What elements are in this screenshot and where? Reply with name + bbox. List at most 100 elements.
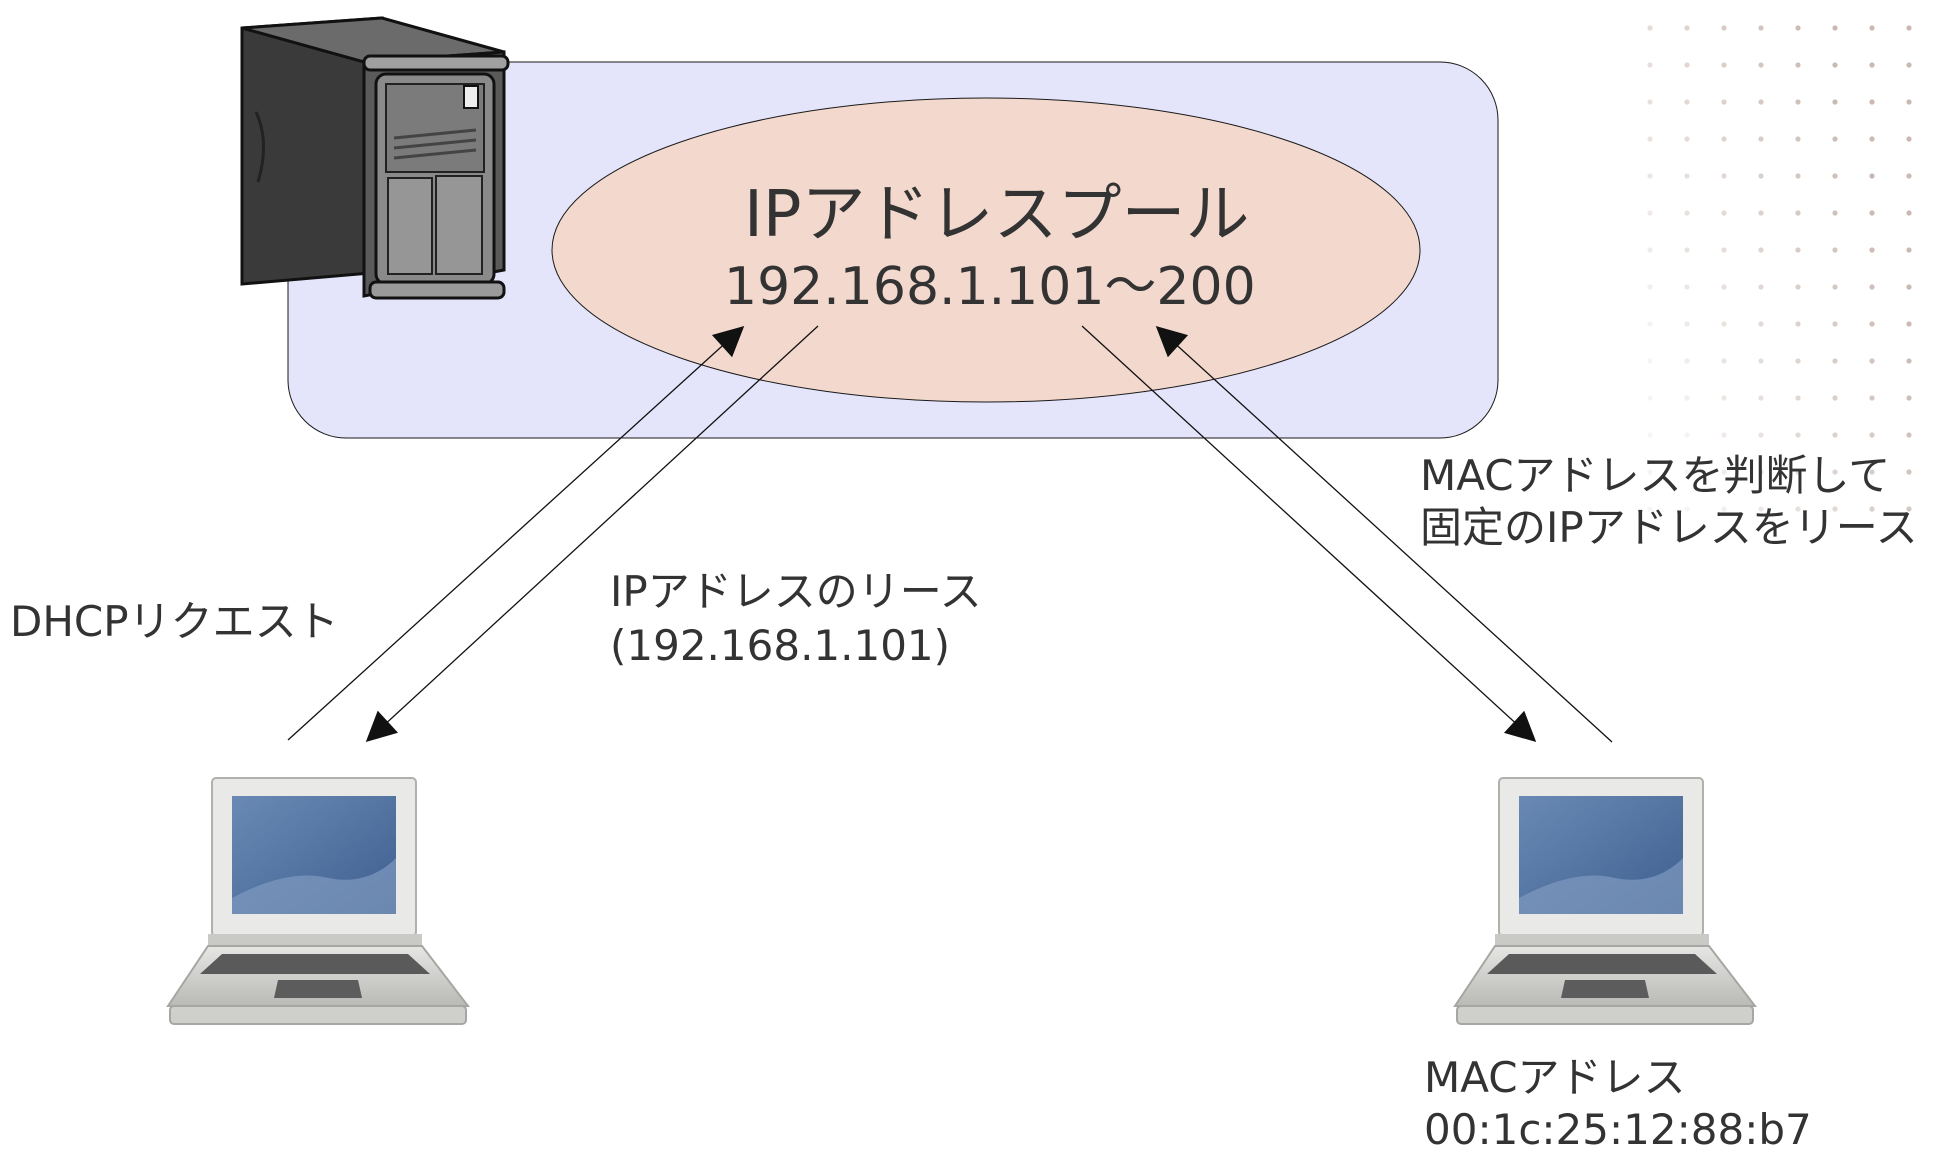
decor-dot xyxy=(1647,62,1653,68)
decor-dot xyxy=(1795,358,1801,364)
decor-dot xyxy=(1721,506,1727,512)
decor-dot xyxy=(1684,210,1690,216)
decor-dot xyxy=(1906,25,1912,31)
decor-dot xyxy=(1832,469,1838,475)
decor-dot xyxy=(1795,432,1801,438)
decor-dot xyxy=(1647,506,1653,512)
dhcp-request-arrow-right xyxy=(1155,325,1613,743)
lease-label-line1: IPアドレスのリース xyxy=(610,567,982,616)
decor-dot xyxy=(1906,247,1912,253)
server-icon xyxy=(240,16,510,300)
decor-dot xyxy=(1647,173,1653,179)
pool-title: IPアドレスプール xyxy=(744,178,1250,252)
decor-dot xyxy=(1869,210,1875,216)
decor-dot xyxy=(1795,210,1801,216)
decor-dot xyxy=(1758,358,1764,364)
decor-dot xyxy=(1869,136,1875,142)
decor-dot xyxy=(1795,395,1801,401)
decor-dot xyxy=(1869,358,1875,364)
decor-dot xyxy=(1758,99,1764,105)
decor-dot xyxy=(1869,99,1875,105)
decor-dot xyxy=(1906,321,1912,327)
decor-dot xyxy=(1832,395,1838,401)
decor-dot xyxy=(1795,62,1801,68)
decor-dot xyxy=(1906,432,1912,438)
decor-dot xyxy=(1758,432,1764,438)
decor-dot xyxy=(1684,247,1690,253)
decor-dot xyxy=(1869,432,1875,438)
decor-dot xyxy=(1684,284,1690,290)
decor-dot xyxy=(1647,284,1653,290)
decor-dot xyxy=(1869,395,1875,401)
decor-dot xyxy=(1795,247,1801,253)
decor-dot xyxy=(1832,99,1838,105)
decor-dot xyxy=(1869,321,1875,327)
lease-label-line2: (192.168.1.101) xyxy=(610,621,951,670)
pool-range: 192.168.1.101～200 xyxy=(724,257,1256,317)
decor-dot xyxy=(1795,99,1801,105)
decor-dot xyxy=(1721,469,1727,475)
decor-dot xyxy=(1684,25,1690,31)
decor-dot xyxy=(1869,506,1875,512)
dhcp-request-arrow xyxy=(287,325,745,741)
decor-dot xyxy=(1758,136,1764,142)
decor-dot xyxy=(1684,432,1690,438)
decor-dot xyxy=(1721,173,1727,179)
decor-dot xyxy=(1832,173,1838,179)
decor-dot xyxy=(1906,506,1912,512)
lease-arrow-left xyxy=(365,325,819,743)
decor-dot xyxy=(1795,136,1801,142)
client-mac-label-line2: 00:1c:25:12:88:b7 xyxy=(1424,1105,1812,1154)
decor-dot xyxy=(1795,284,1801,290)
decor-dot xyxy=(1758,284,1764,290)
decor-dot xyxy=(1721,432,1727,438)
dhcp-request-label: DHCPリクエスト xyxy=(10,597,339,646)
decor-dot xyxy=(1647,136,1653,142)
decor-dot xyxy=(1906,358,1912,364)
dot-pattern xyxy=(1647,25,1912,512)
ip-pool-ellipse xyxy=(551,97,1421,403)
decor-dot xyxy=(1832,62,1838,68)
decor-dot xyxy=(1758,62,1764,68)
decor-dot xyxy=(1832,136,1838,142)
decor-dot xyxy=(1906,469,1912,475)
decor-dot xyxy=(1647,99,1653,105)
decor-dot xyxy=(1647,432,1653,438)
mac-judge-label-line1: MACアドレスを判断して xyxy=(1420,451,1891,500)
decor-dot xyxy=(1721,136,1727,142)
decor-dot xyxy=(1721,321,1727,327)
decor-dot xyxy=(1647,210,1653,216)
decor-dot xyxy=(1832,247,1838,253)
decor-dot xyxy=(1832,432,1838,438)
decor-dot xyxy=(1684,321,1690,327)
decor-dot xyxy=(1795,506,1801,512)
decor-dot xyxy=(1684,173,1690,179)
decor-dot xyxy=(1832,284,1838,290)
decor-dot xyxy=(1832,321,1838,327)
decor-dot xyxy=(1795,469,1801,475)
decor-dot xyxy=(1906,210,1912,216)
decor-dot xyxy=(1869,284,1875,290)
decor-dot xyxy=(1684,506,1690,512)
decor-dot xyxy=(1758,173,1764,179)
decor-dot xyxy=(1758,395,1764,401)
laptop-right-icon xyxy=(1453,777,1758,1025)
decor-dot xyxy=(1758,25,1764,31)
decor-dot xyxy=(1832,358,1838,364)
lease-arrow-right xyxy=(1081,325,1537,743)
decor-dot xyxy=(1906,395,1912,401)
decor-dot xyxy=(1647,321,1653,327)
decor-dot xyxy=(1906,99,1912,105)
decor-dot xyxy=(1684,358,1690,364)
decor-dot xyxy=(1832,506,1838,512)
decor-dot xyxy=(1906,284,1912,290)
decor-dot xyxy=(1684,99,1690,105)
client-mac-label-line1: MACアドレス xyxy=(1424,1053,1686,1102)
decor-dot xyxy=(1647,25,1653,31)
decor-dot xyxy=(1721,99,1727,105)
decor-dot xyxy=(1647,247,1653,253)
decor-dot xyxy=(1832,210,1838,216)
decor-dot xyxy=(1684,395,1690,401)
decor-dot xyxy=(1721,62,1727,68)
